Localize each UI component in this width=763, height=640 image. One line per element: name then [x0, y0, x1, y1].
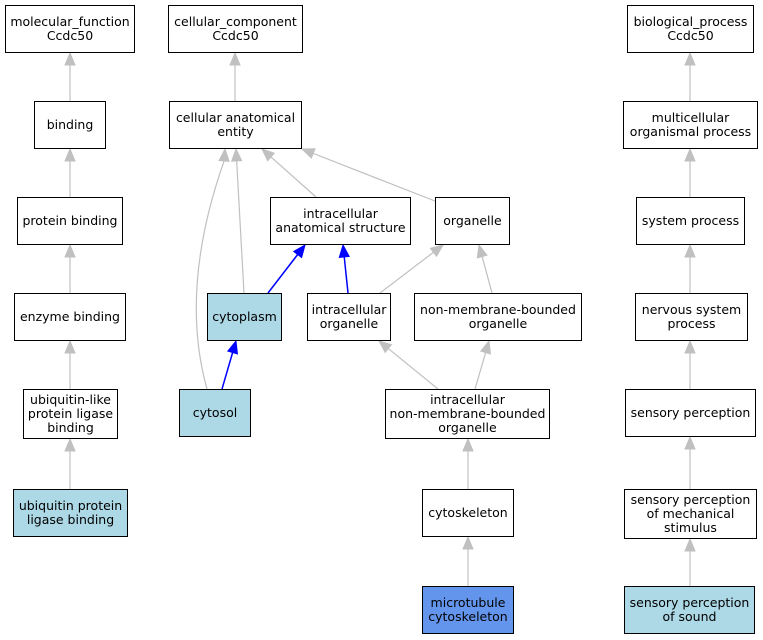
edge-nmb-organelle-to-organelle: [481, 256, 493, 294]
edge-ic-nmb-organelle-to-ic-organelle: [387, 348, 439, 390]
go-term-node-ubl-ligase-binding[interactable]: ubiquitin-like protein ligase binding: [23, 389, 118, 439]
arrowhead-icon: [226, 339, 239, 355]
edge-organelle-to-cae: [312, 152, 441, 204]
go-term-node-cc-root[interactable]: cellular_component Ccdc50: [168, 5, 303, 53]
arrowhead-icon: [261, 148, 276, 162]
go-term-node-bp-root[interactable]: biological_process Ccdc50: [627, 5, 754, 53]
arrowhead-icon: [64, 243, 76, 258]
arrowhead-icon: [684, 435, 696, 450]
go-term-node-organelle[interactable]: organelle: [435, 197, 510, 245]
arrowhead-icon: [64, 339, 76, 354]
go-term-node-cae[interactable]: cellular anatomical entity: [169, 101, 302, 149]
arrowhead-icon: [476, 243, 488, 259]
go-term-node-mcop[interactable]: multicellular organismal process: [623, 101, 758, 149]
arrowhead-icon: [218, 147, 230, 162]
arrowhead-icon: [292, 243, 306, 259]
arrowhead-icon: [429, 244, 445, 258]
go-term-node-mt-cytoskeleton[interactable]: microtubule cytoskeleton: [422, 586, 514, 634]
go-term-node-mf-root[interactable]: molecular_function Ccdc50: [5, 5, 135, 53]
arrowhead-icon: [338, 243, 351, 259]
edge-ic-organelle-to-organelle: [379, 251, 434, 294]
arrowhead-icon: [684, 243, 696, 258]
go-term-node-system-process[interactable]: system process: [636, 197, 745, 245]
arrowhead-icon: [229, 51, 241, 66]
edge-cytosol-to-cytoplasm: [221, 352, 234, 390]
edge-cytosol-to-cae: [195, 160, 225, 390]
edge-ias-to-cae: [270, 156, 317, 198]
go-term-node-ub-ligase-binding[interactable]: ubiquitin protein ligase binding: [13, 489, 128, 537]
arrowhead-icon: [684, 147, 696, 162]
go-term-node-ic-organelle[interactable]: intracellular organelle: [307, 293, 391, 341]
edge-ic-organelle-to-ias: [343, 256, 349, 294]
go-term-node-binding[interactable]: binding: [34, 101, 106, 149]
go-term-node-sensory-perception[interactable]: sensory perception: [625, 389, 756, 437]
go-term-node-sp-mech[interactable]: sensory perception of mechanical stimulu…: [624, 489, 757, 539]
go-term-node-cytoskeleton[interactable]: cytoskeleton: [422, 489, 514, 537]
go-term-node-ias[interactable]: intracellular anatomical structure: [270, 197, 411, 245]
go-term-node-nmb-organelle[interactable]: non-membrane-bounded organelle: [414, 293, 582, 341]
arrowhead-icon: [377, 340, 393, 354]
go-term-node-enzyme-binding[interactable]: enzyme binding: [14, 293, 126, 341]
edge-cytoplasm-to-cae: [236, 160, 245, 294]
arrowhead-icon: [684, 339, 696, 354]
edge-ic-nmb-organelle-to-nmb-organelle: [474, 352, 487, 390]
arrowhead-icon: [479, 339, 492, 355]
arrowhead-icon: [64, 147, 76, 162]
arrowhead-icon: [230, 147, 243, 162]
arrowhead-icon: [462, 437, 474, 452]
arrowhead-icon: [64, 51, 76, 66]
go-term-node-protein-binding[interactable]: protein binding: [17, 197, 123, 245]
go-term-node-ic-nmb-organelle[interactable]: intracellular non-membrane-bounded organ…: [385, 389, 550, 439]
go-term-node-cytoplasm[interactable]: cytoplasm: [207, 293, 282, 341]
go-term-node-cytosol[interactable]: cytosol: [179, 389, 251, 437]
arrowhead-icon: [684, 51, 696, 66]
arrowhead-icon: [300, 148, 316, 159]
go-term-node-sp-sound[interactable]: sensory perception of sound: [624, 586, 755, 634]
arrowhead-icon: [684, 537, 696, 552]
edge-cytoplasm-to-ias: [267, 254, 299, 294]
go-term-node-nsp[interactable]: nervous system process: [635, 293, 748, 341]
arrowhead-icon: [64, 437, 76, 452]
arrowhead-icon: [462, 535, 474, 550]
